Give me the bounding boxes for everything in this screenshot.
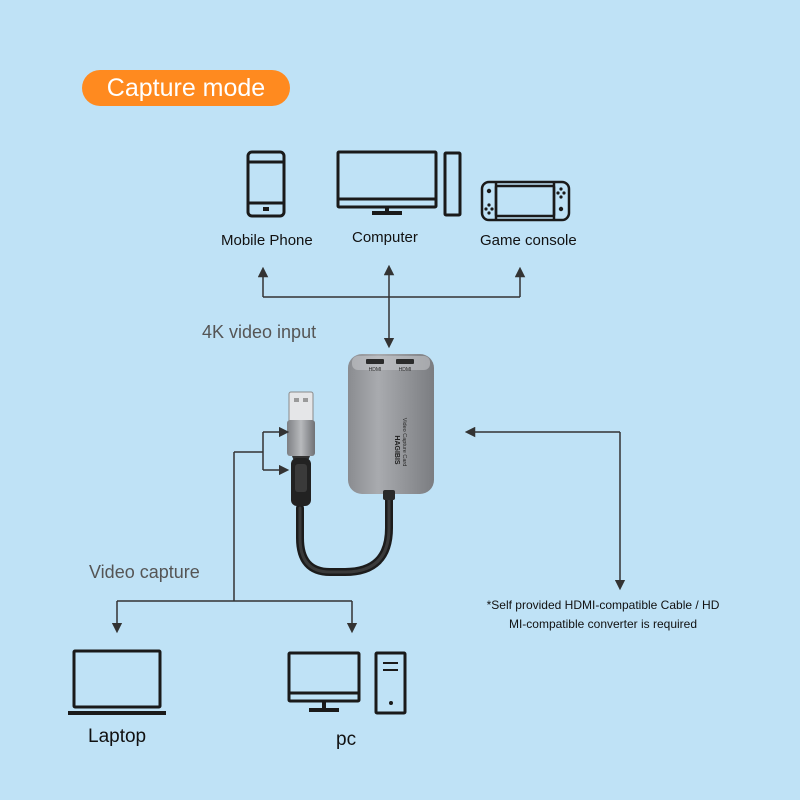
card-product-label: Video Capture Card (401, 418, 407, 467)
cable-requirement-note: *Self provided HDMI-compatible Cable / H… (468, 596, 738, 634)
usb-cable (296, 488, 393, 576)
card-port-right-label: HDMI (399, 367, 412, 373)
capture-card-device: HDMI HDMI HAGIBIS Video Capture Card (348, 354, 434, 500)
computer-monitor-icon (336, 150, 438, 215)
note-connector-line (464, 426, 626, 591)
capture-connector-lines (111, 426, 358, 634)
video-capture-label: Video capture (89, 562, 200, 582)
capture-mode-title: Capture mode (82, 70, 290, 106)
computer-label: Computer (352, 229, 418, 246)
mobile-phone-icon (246, 150, 286, 218)
computer-tower-icon (443, 151, 462, 217)
game-console-label: Game console (480, 232, 577, 249)
video-input-label: 4K video input (202, 322, 317, 342)
pc-tower-icon (374, 651, 407, 715)
note-line-2: MI-compatible converter is required (508, 617, 698, 631)
note-line-1: *Self provided HDMI-compatible Cable / H… (486, 598, 720, 612)
laptop-icon (68, 649, 166, 715)
game-console-icon (480, 180, 571, 222)
card-port-left-label: HDMI (369, 367, 382, 373)
pc-label: pc (336, 729, 357, 750)
card-brand-label: HAGIBIS (393, 435, 400, 465)
mobile-phone-label: Mobile Phone (221, 232, 313, 249)
laptop-label: Laptop (88, 726, 147, 747)
input-connector-lines (257, 264, 526, 349)
usb-adapter-plug (287, 391, 315, 506)
pc-monitor-icon (287, 651, 361, 712)
